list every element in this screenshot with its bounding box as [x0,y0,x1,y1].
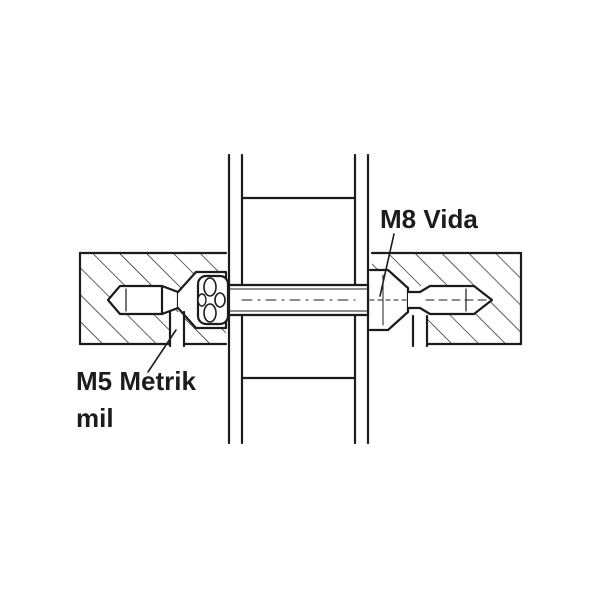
screw-leader-line [379,233,395,297]
pin-label-line2: mil [76,403,114,433]
pin-leader-line [147,329,177,373]
connecting-bolt [227,283,370,317]
right-pin-hole [411,314,429,348]
left-dowel [106,284,197,316]
screw-label: M8 Vida [380,204,478,234]
pin-label-line1: M5 Metrik [76,366,196,396]
right-dowel [406,284,494,316]
